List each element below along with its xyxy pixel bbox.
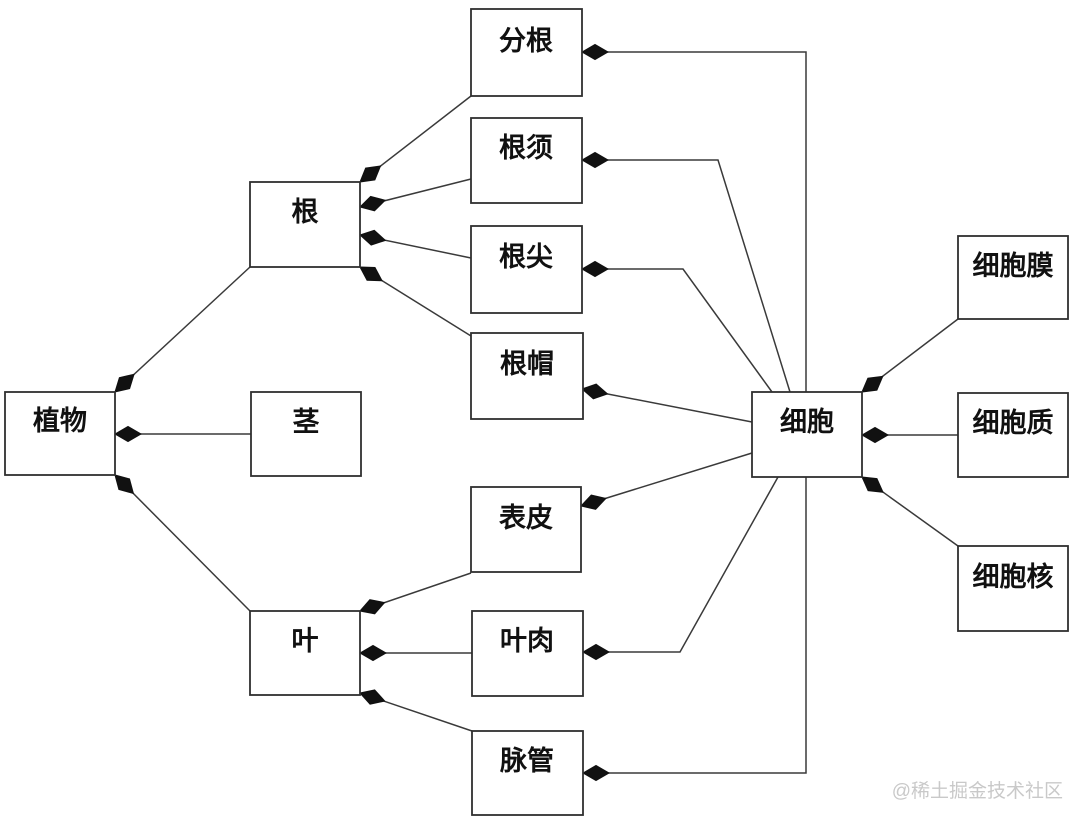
composition-diamond-icon [359, 195, 387, 212]
node-box [470, 225, 583, 314]
edge-ye-maiguan [359, 689, 473, 732]
edge-gen-genxu [359, 178, 472, 212]
edge-xibao-xibaozhi [860, 426, 958, 444]
node-xibao: 细胞 [751, 391, 863, 478]
node-label: 根帽 [500, 349, 554, 379]
node-zhiwu: 植物 [4, 391, 116, 476]
node-box [470, 117, 583, 204]
composition-diamond-icon [581, 764, 611, 782]
composition-diamond-icon [861, 476, 884, 493]
node-label: 细胞质 [973, 407, 1054, 438]
node-box [470, 8, 583, 97]
node-box [470, 332, 584, 420]
node-label: 植物 [33, 405, 87, 436]
edge-xibao-xibaomo [861, 318, 959, 393]
composition-diamond-icon [580, 260, 610, 278]
composition-diamond-icon [580, 43, 610, 61]
node-label: 根须 [499, 133, 553, 163]
edge-ye-yerou [358, 644, 472, 662]
node-box [470, 486, 582, 573]
node-box [249, 610, 361, 696]
edge-gen-fengen [359, 95, 472, 183]
node-box [250, 391, 362, 477]
edge-fengen-xibao [580, 43, 807, 392]
node-ye: 叶 [249, 610, 361, 696]
node-label: 叶肉 [500, 626, 554, 656]
composition-diamond-icon [113, 425, 143, 443]
node-box [957, 392, 1069, 478]
node-genxu: 根须 [470, 117, 583, 204]
node-box [471, 610, 584, 697]
composition-diamond-icon [114, 373, 135, 393]
node-genmao: 根帽 [470, 332, 584, 420]
node-box [957, 235, 1069, 320]
composition-diamond-icon [860, 426, 890, 444]
node-label: 表皮 [499, 503, 553, 533]
composition-diamond-icon [580, 494, 607, 510]
composition-diamond-icon [358, 644, 388, 662]
node-label: 脉管 [499, 746, 554, 776]
composition-diamond-icon [580, 151, 610, 169]
node-label: 根尖 [499, 242, 553, 272]
edge-gen-genmao [359, 266, 472, 337]
nodes: 植物 根 茎 叶 分根 根须 根尖 根帽 [4, 8, 1069, 816]
watermark: @稀土掘金技术社区 [892, 780, 1063, 802]
edge-genmao-xibao [581, 383, 753, 423]
edge-zhiwu-gen [114, 266, 251, 393]
composition-diamond-icon [114, 474, 135, 495]
composition-diamond-icon [359, 165, 382, 183]
node-xibaohe: 细胞核 [957, 545, 1069, 632]
node-label: 茎 [293, 407, 320, 437]
node-label: 分根 [499, 26, 553, 56]
node-box [957, 545, 1069, 632]
node-biaopi: 表皮 [470, 486, 582, 573]
node-label: 叶 [292, 626, 319, 656]
edge-zhiwu-ye [114, 474, 251, 612]
node-xibaozhi: 细胞质 [957, 392, 1069, 478]
composition-diamond-icon [581, 643, 611, 661]
node-maiguan: 脉管 [471, 730, 584, 816]
edges [113, 43, 959, 782]
edge-ye-biaopi [359, 572, 472, 615]
composition-diamond-icon [581, 383, 609, 400]
edge-yerou-xibao [581, 476, 779, 661]
node-xibaomo: 细胞膜 [957, 235, 1069, 320]
node-label: 细胞膜 [973, 250, 1054, 281]
node-yerou: 叶肉 [471, 610, 584, 697]
edge-xibao-xibaohe [861, 476, 959, 547]
node-box [471, 730, 584, 816]
edge-maiguan-xibao [581, 477, 807, 782]
edge-genxu-xibao [580, 151, 791, 393]
composition-diamond-icon [359, 266, 383, 282]
node-gen: 根 [249, 181, 361, 268]
node-label: 根 [292, 197, 319, 227]
node-fengen: 分根 [470, 8, 583, 97]
composition-diamond-icon [359, 229, 387, 246]
edge-genjian-xibao [580, 260, 773, 393]
node-box [751, 391, 863, 478]
edge-zhiwu-jing [113, 425, 251, 443]
node-genjian: 根尖 [470, 225, 583, 314]
composition-diamond-icon [359, 689, 386, 705]
node-box [4, 391, 116, 476]
node-jing: 茎 [250, 391, 362, 477]
composition-diamond-icon [861, 375, 884, 393]
node-label: 细胞 [780, 406, 834, 437]
composition-diamond-icon [359, 599, 386, 615]
node-box [249, 181, 361, 268]
edge-biaopi-xibao [580, 452, 753, 510]
edge-gen-genjian [359, 229, 472, 259]
node-label: 细胞核 [973, 561, 1054, 592]
